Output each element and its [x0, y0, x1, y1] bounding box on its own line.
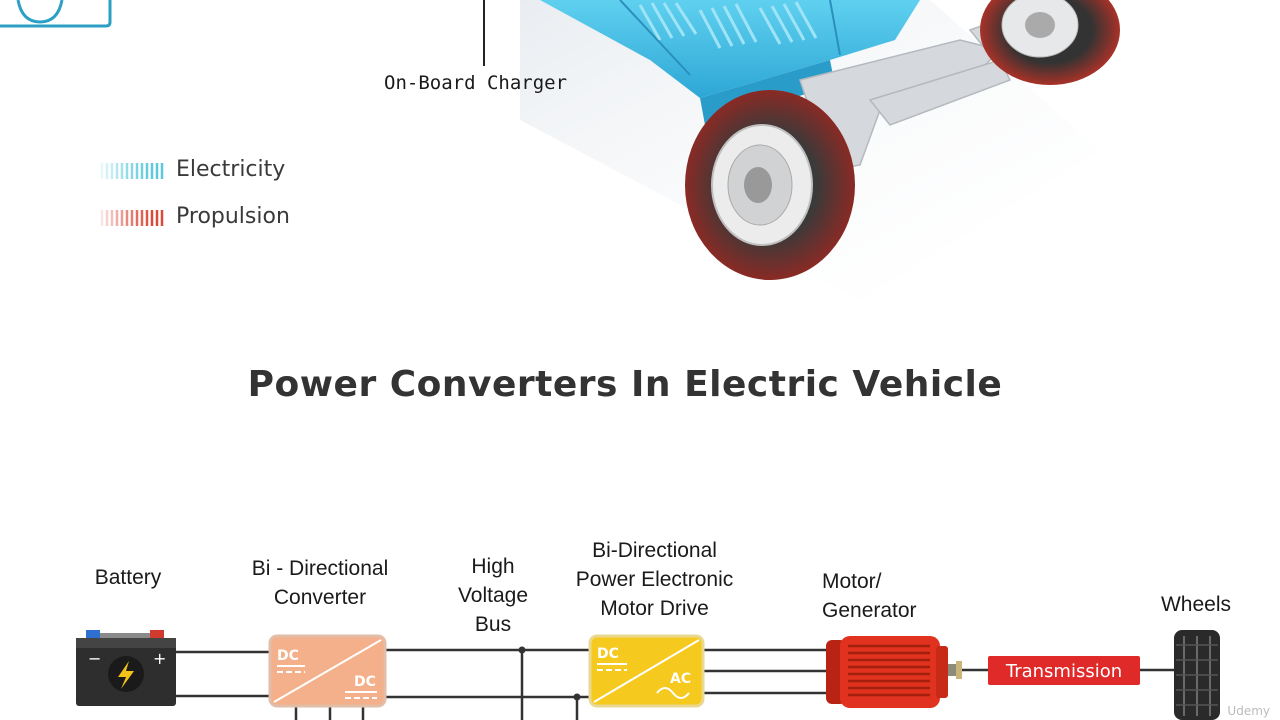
wheel-icon	[1174, 630, 1220, 720]
ev-car-illustration	[0, 0, 1120, 300]
dc-ac-in-label: DC	[597, 646, 619, 662]
dc-dc-in-label: DC	[277, 648, 299, 664]
wheels-label: Wheels	[1160, 593, 1232, 616]
connection-wires	[175, 648, 1175, 720]
dc-ac-out-label: AC	[670, 671, 691, 687]
motor-drive-label: Bi-Directional Power Electronic Motor Dr…	[575, 539, 734, 620]
transmission-label: Transmission	[1005, 661, 1122, 682]
motor-generator-icon	[826, 636, 962, 708]
svg-text:−: −	[88, 649, 101, 668]
front-wheel	[685, 90, 855, 280]
bus-junction	[573, 693, 581, 701]
electricity-swatch-icon	[100, 163, 164, 179]
legend-propulsion-label: Propulsion	[176, 204, 290, 229]
diagram-title: Power Converters In Electric Vehicle	[247, 364, 1003, 405]
transmission-block: Transmission	[988, 656, 1140, 685]
dc-ac-motor-drive: DC AC	[588, 634, 705, 708]
hv-bus-label: High Voltage Bus	[457, 555, 529, 636]
legend-electricity-label: Electricity	[176, 157, 286, 182]
bidir-converter-label: Bi - Directional Converter	[251, 557, 389, 609]
power-flow-diagram: − + DC DC DC AC	[76, 630, 1220, 720]
watermark: Udemy	[1227, 704, 1270, 718]
battery-label: Battery	[94, 566, 162, 589]
partial-icon	[0, 0, 112, 28]
svg-text:+: +	[153, 649, 166, 668]
on-board-charger-callout: On-Board Charger	[384, 72, 568, 94]
rear-wheel	[980, 0, 1120, 85]
battery-icon: − +	[76, 630, 176, 706]
dc-dc-converter: DC DC	[268, 634, 387, 708]
bus-junction	[518, 646, 526, 654]
propulsion-swatch-icon	[100, 210, 164, 226]
dc-dc-out-label: DC	[354, 674, 376, 690]
motor-generator-label: Motor/ Generator	[822, 570, 917, 622]
